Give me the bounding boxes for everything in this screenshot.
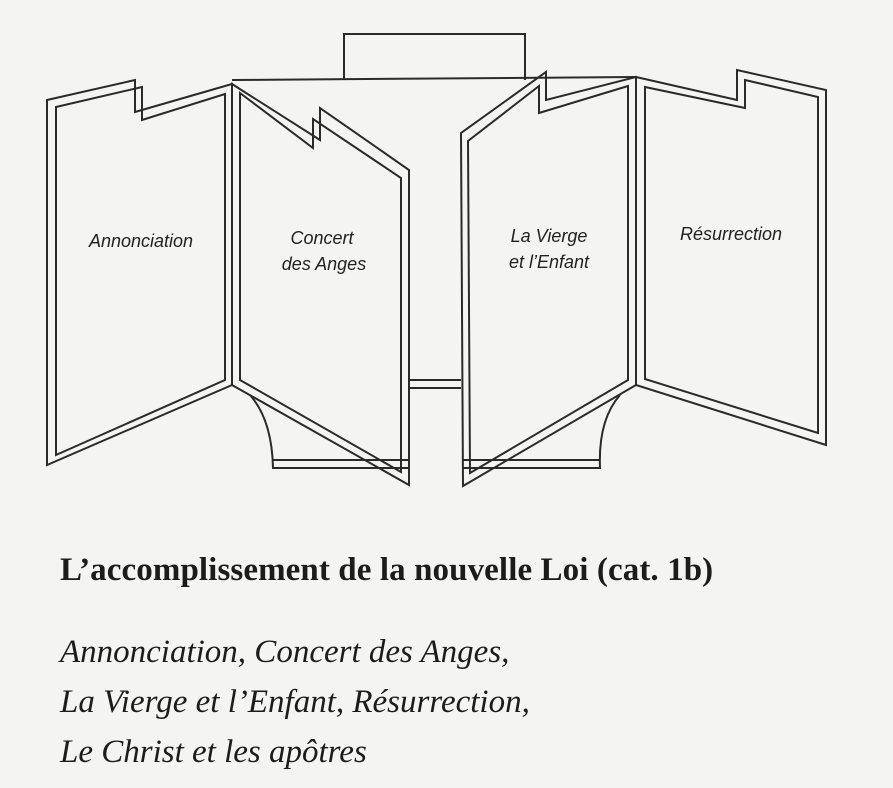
panel-annonciation: [46, 78, 233, 467]
central-top-line: [231, 76, 637, 81]
caption-subtitle-line-3: Le Christ et les apôtres: [60, 734, 367, 770]
panel-concert: [231, 82, 410, 487]
label-vierge-line1: La Vierge: [511, 226, 588, 246]
label-resurrection: Résurrection: [680, 224, 782, 244]
label-concert-line1: Concert: [290, 228, 354, 248]
label-vierge-line2: et l’Enfant: [509, 252, 590, 272]
label-concert-line2: des Anges: [282, 254, 366, 274]
panel-resurrection: [635, 68, 827, 447]
caption-title: L’accomplissement de la nouvelle Loi (ca…: [60, 552, 714, 588]
altarpiece-diagram: Annonciation Concert des Anges La Vierge…: [46, 33, 827, 488]
central-top-box: [343, 33, 526, 80]
panel-vierge: [459, 70, 637, 488]
label-annonciation: Annonciation: [88, 231, 193, 251]
caption-subtitle-line-2: La Vierge et l’Enfant, Résurrection,: [60, 684, 530, 720]
central-base: [249, 379, 621, 469]
caption-subtitle-line-1: Annonciation, Concert des Anges,: [60, 634, 510, 670]
